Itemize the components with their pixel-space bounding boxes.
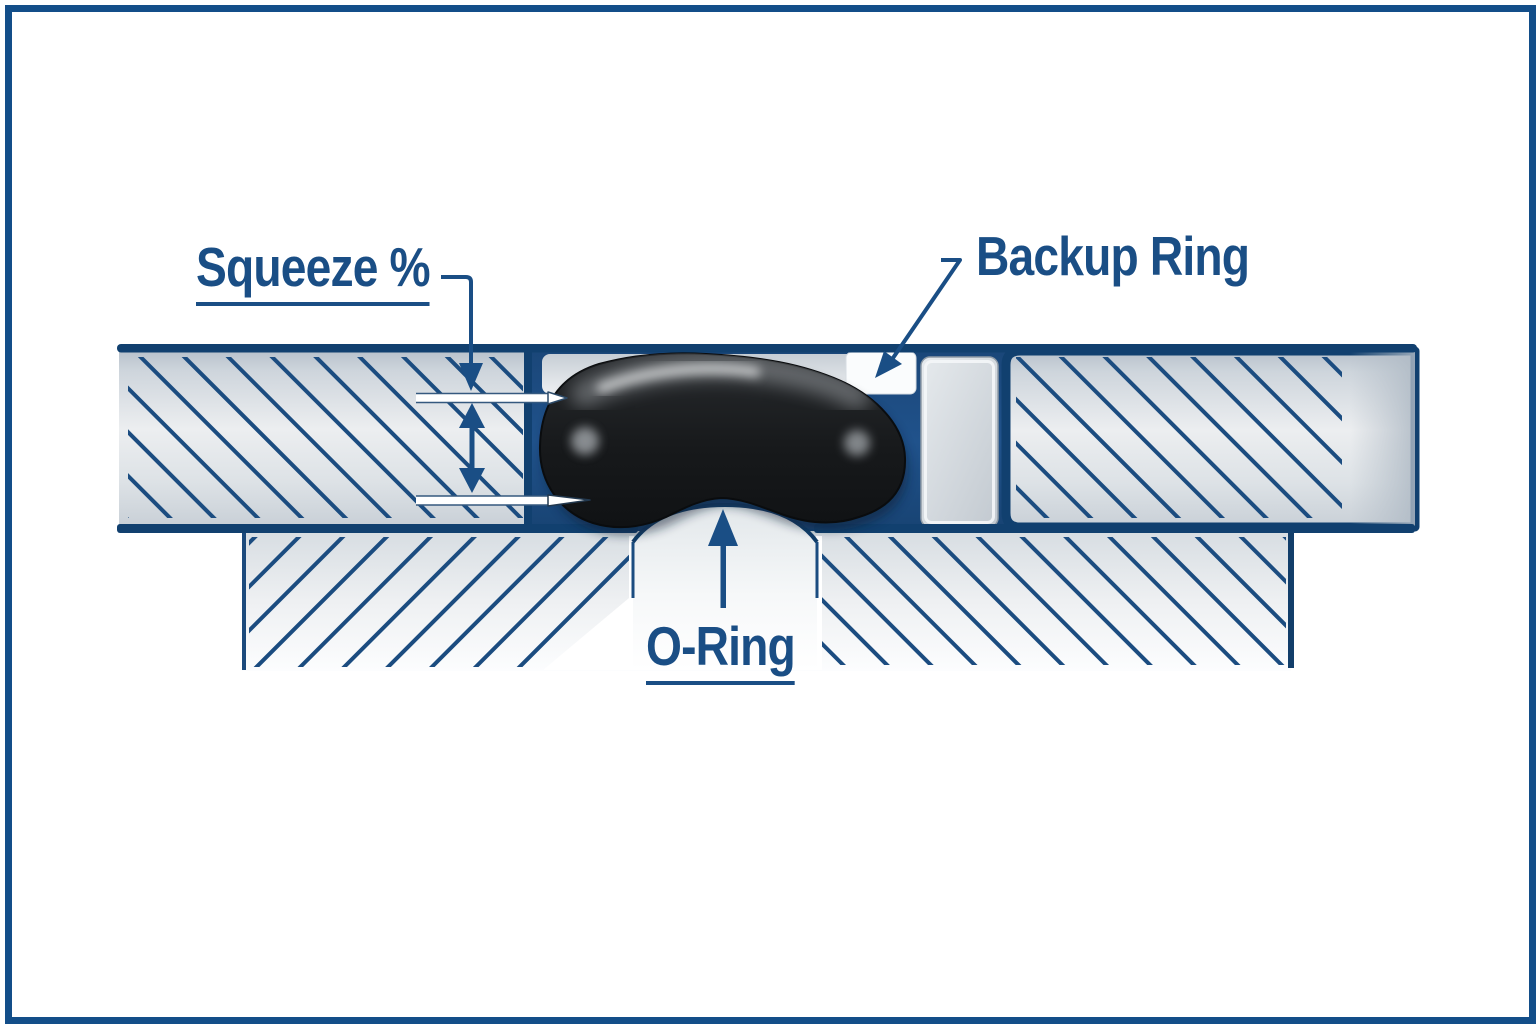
o-ring-annotation — [708, 509, 738, 608]
squeeze-label-text: Squeeze % — [196, 238, 431, 306]
o-ring-highlights — [571, 353, 870, 456]
backup-ring-annotation — [875, 258, 962, 378]
o-ring-body — [538, 352, 907, 528]
lower-left-hatching — [249, 537, 629, 667]
backup-ring-leader-arrow-icon — [875, 351, 902, 378]
squeeze-dimension-arrow-icon — [459, 403, 485, 493]
backup-ring-label: Backup Ring — [976, 225, 1250, 287]
lower-block — [242, 502, 1294, 671]
o-ring-label: O-Ring — [646, 617, 796, 685]
backup-ring — [920, 356, 999, 528]
backup-ring-label-text: Backup Ring — [976, 225, 1250, 287]
lower-right-hatching — [821, 537, 1286, 665]
squeeze-leader-line — [441, 275, 473, 365]
upper-right-hatching — [1016, 357, 1342, 518]
upper-right-block — [1001, 346, 1420, 532]
block-borders — [117, 344, 1417, 533]
o-ring-arrow-icon — [708, 509, 738, 546]
squeeze-label: Squeeze % — [196, 238, 431, 306]
o-ring-label-text: O-Ring — [646, 617, 796, 685]
squeeze-annotation — [416, 275, 591, 507]
o-ring — [538, 352, 909, 536]
squeeze-leader-arrow-icon — [459, 363, 483, 391]
upper-left-hatching — [128, 357, 523, 518]
squeeze-reference-lines — [416, 391, 591, 507]
backup-ring-leader-line — [891, 258, 962, 360]
upper-left-block — [119, 350, 532, 528]
